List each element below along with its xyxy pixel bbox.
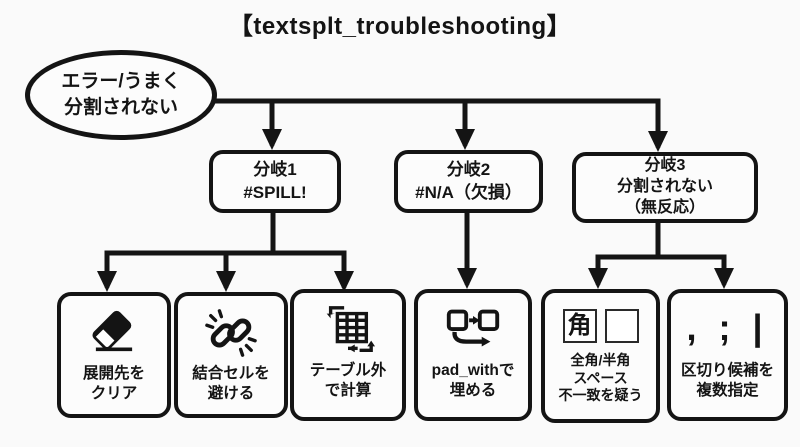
delimiter-glyphs: , ; | — [686, 307, 769, 348]
branch-line: #N/A（欠損） — [415, 182, 522, 202]
empty-char-box — [604, 309, 639, 343]
solution-line: 複数指定 — [696, 381, 759, 399]
solution-line: 不一致を疑う — [558, 387, 643, 403]
solution-line: スペース — [573, 369, 628, 386]
root-line: 分割されない — [63, 97, 178, 118]
branch-node-spill: 分岐1 #SPILL! — [209, 150, 341, 213]
branch-line: 分割されない — [616, 178, 713, 196]
solution-line: 埋める — [449, 381, 497, 399]
solution-node-clear-range: 展開先を クリア — [57, 292, 171, 418]
branch-line: 分岐1 — [253, 159, 297, 179]
fullwidth-halfwidth-icon: 角 — [562, 301, 639, 351]
eraser-icon — [85, 304, 143, 362]
branch-line: 分岐3 — [644, 157, 686, 175]
table-recalc-icon — [319, 301, 377, 359]
solution-node-multi-delimiters: , ; | 区切り候補を 複数指定 — [667, 289, 788, 421]
fullwidth-char-box: 角 — [562, 309, 597, 343]
solution-line: 区切り候補を — [680, 362, 774, 379]
delimiter-candidates-icon: , ; | — [686, 301, 768, 359]
solution-line: 避ける — [207, 384, 255, 402]
root-node-error: エラー/うまく 分割されない — [25, 50, 217, 140]
solution-line: 全角/半角 — [570, 352, 631, 368]
solution-line: 展開先を — [82, 365, 145, 382]
solution-node-width-mismatch: 角 全角/半角 スペース 不一致を疑う — [541, 289, 660, 423]
solution-line: pad_withで — [431, 362, 515, 379]
solution-line: クリア — [90, 384, 138, 402]
pad-cells-icon — [442, 301, 504, 359]
branch-line: #SPILL! — [243, 182, 307, 202]
branch-node-no-split: 分岐3 分割されない （無反応） — [572, 152, 758, 223]
solution-line: で計算 — [324, 381, 372, 399]
branch-line: 分岐2 — [446, 159, 491, 179]
solution-node-avoid-merged-cells: 結合セルを 避ける — [174, 292, 288, 418]
solution-node-outside-table: テーブル外 で計算 — [290, 289, 406, 421]
root-line: エラー/うまく — [61, 71, 181, 93]
branch-node-na: 分岐2 #N/A（欠損） — [394, 150, 543, 213]
branch-line: （無反応） — [624, 198, 705, 216]
page-title: 【textsplt_troubleshooting】 — [228, 13, 572, 40]
solution-line: 結合セルを — [192, 365, 270, 382]
solution-line: テーブル外 — [309, 362, 387, 379]
chain-link-icon — [204, 304, 258, 362]
solution-node-pad-with: pad_withで 埋める — [414, 289, 532, 421]
